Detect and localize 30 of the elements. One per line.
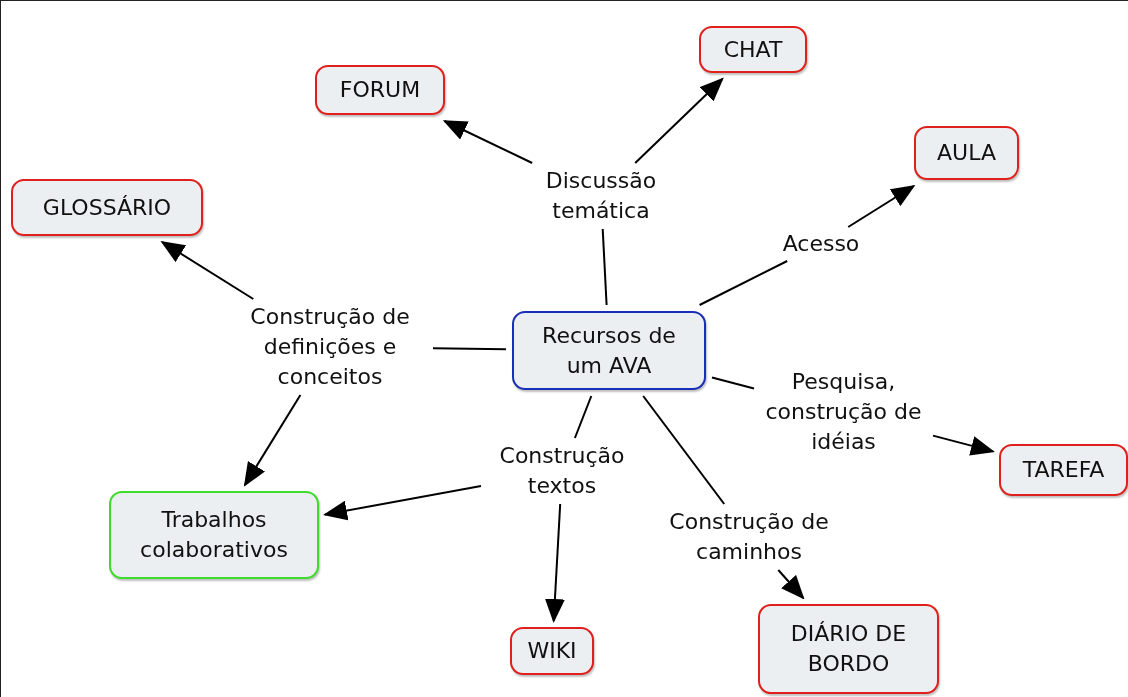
concept-box: Trabalhos colaborativos <box>109 491 319 579</box>
arrow <box>544 503 565 623</box>
arrow <box>160 240 255 300</box>
linking-phrase: Construção textos <box>498 442 626 500</box>
arrow <box>932 434 995 456</box>
connector-line <box>698 260 789 306</box>
arrow <box>777 569 805 600</box>
resource-box: GLOSSÁRIO <box>11 179 203 236</box>
linking-phrase: Pesquisa, construção de idéias <box>764 368 923 456</box>
resource-box: CHAT <box>699 26 807 73</box>
arrow <box>634 77 724 164</box>
connector-line <box>601 228 608 306</box>
connector-line <box>642 395 726 505</box>
resource-box: AULA <box>914 126 1019 180</box>
resource-box: DIÁRIO DE BORDO <box>758 604 939 694</box>
connector-line <box>573 395 593 439</box>
arrow <box>323 484 482 521</box>
linking-phrase: Acesso <box>782 230 860 259</box>
connector-line <box>711 376 755 390</box>
arrow <box>442 120 534 164</box>
resource-box: FORUM <box>315 65 445 115</box>
resource-box: WIKI <box>510 627 594 675</box>
arrow <box>243 394 302 487</box>
resource-box: TAREFA <box>999 444 1128 496</box>
linking-phrase: Construção de caminhos <box>668 508 830 566</box>
central-concept-box: Recursos de um AVA <box>512 311 706 390</box>
connector-line <box>432 347 507 351</box>
linking-phrase: Discussão temática <box>544 167 658 225</box>
linking-phrase: Construção de definições e conceitos <box>249 303 411 391</box>
arrow <box>847 184 916 228</box>
